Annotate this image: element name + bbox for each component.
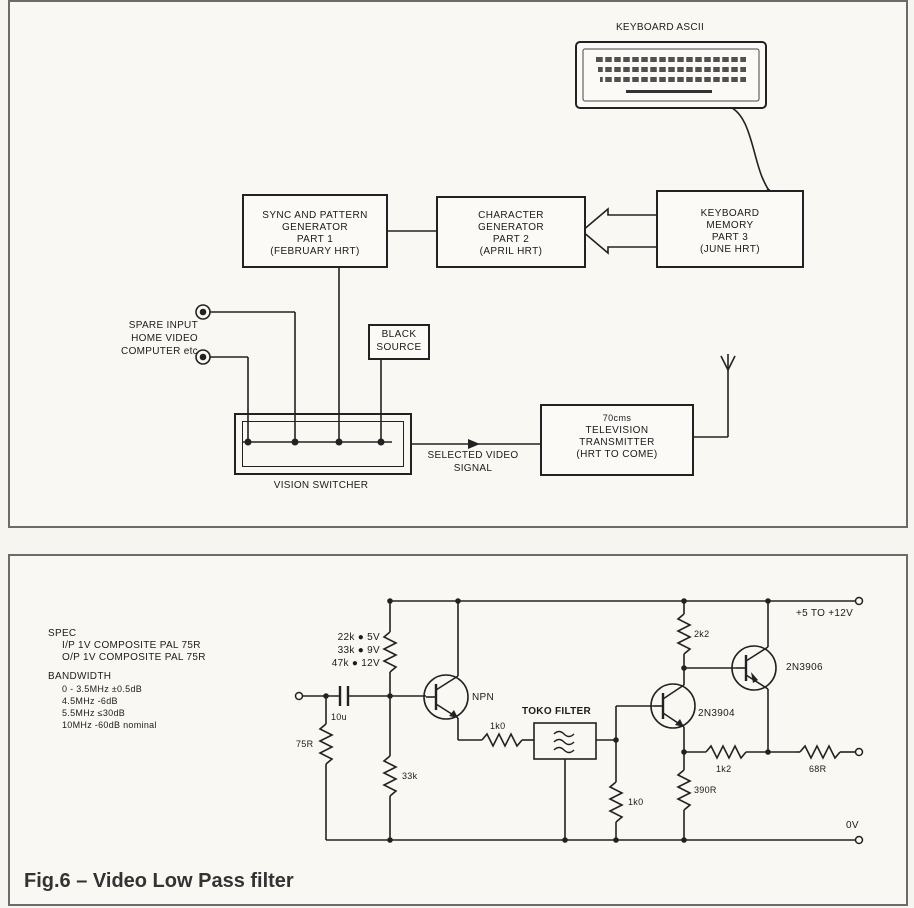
toko-filter-label: TOKO FILTER: [522, 706, 592, 717]
resistor-75r-label: 75R: [296, 739, 314, 749]
character-generator-block: CHARACTER GENERATOR PART 2 (APRIL HRT): [436, 196, 586, 268]
sync-line-1: SYNC AND PATTERN: [262, 210, 368, 221]
black-line-1: BLACK: [381, 329, 417, 340]
sync-line-4: (FEBRUARY HRT): [270, 246, 360, 257]
bandwidth-line-4: 10MHz -60dB nominal: [62, 720, 157, 730]
transistor-2n3904-label: 2N3904: [698, 708, 735, 719]
bandwidth-line-3: 5.5MHz ≤30dB: [62, 708, 126, 718]
transistor-2n3906-label: 2N3906: [786, 662, 823, 673]
selected-video-line-1: SELECTED VIDEO: [427, 450, 519, 461]
bias-option-3: 47k ● 12V: [331, 658, 380, 669]
vision-switcher-label: VISION SWITCHER: [273, 480, 369, 491]
keyboard-label: KEYBOARD ASCII: [615, 22, 705, 33]
spare-input-line-2: HOME VIDEO: [131, 333, 198, 344]
resistor-1k0-b-label: 1k0: [628, 797, 644, 807]
keyboard-cable: [727, 105, 771, 193]
tx-line-3: TRANSMITTER: [579, 437, 655, 448]
bandwidth-title: BANDWIDTH: [48, 671, 112, 682]
spare-input-line-3: COMPUTER etc: [121, 346, 198, 357]
sync-line-3: PART 1: [296, 234, 334, 245]
figure-caption: Fig.6 – Video Low Pass filter: [24, 870, 294, 892]
spec-line-2: O/P 1V COMPOSITE PAL 75R: [62, 652, 206, 663]
char-line-4: (APRIL HRT): [479, 246, 543, 257]
supply-terminal: [854, 596, 864, 606]
bias-option-1: 22k ● 5V: [337, 632, 380, 643]
low-pass-filter-schematic: [294, 596, 864, 845]
resistor-390r-label: 390R: [694, 785, 717, 795]
spec-line-1: I/P 1V COMPOSITE PAL 75R: [62, 640, 201, 651]
television-transmitter-block: 70cms TELEVISION TRANSMITTER (HRT TO COM…: [540, 404, 694, 476]
sync-pattern-generator-block: SYNC AND PATTERN GENERATOR PART 1 (FEBRU…: [242, 194, 388, 268]
black-source-block: BLACK SOURCE: [368, 324, 430, 360]
resistor-33k-label: 33k: [402, 771, 418, 781]
spec-title: SPEC: [48, 628, 77, 639]
vision-switcher-block: [234, 413, 412, 475]
kbm-line-2: MEMORY: [706, 220, 754, 231]
char-line-1: CHARACTER: [478, 210, 544, 221]
resistor-2k2-label: 2k2: [694, 629, 710, 639]
bandwidth-line-2: 4.5MHz -6dB: [62, 696, 118, 706]
block-diagram-wiring: [195, 41, 771, 449]
tx-line-4: (HRT TO COME): [576, 449, 658, 460]
char-line-3: PART 2: [492, 234, 530, 245]
data-bus-arrow: [580, 207, 656, 255]
ground-terminal: [854, 835, 864, 845]
block-diagram-panel: KEYBOARD ASCII SYNC AND PATTERN GENERATO…: [8, 0, 908, 528]
output-arrowhead: [468, 439, 480, 449]
spare-input-line-1: SPARE INPUT: [128, 320, 198, 331]
resistor-68r-label: 68R: [809, 764, 827, 774]
resistor-1k2-label: 1k2: [716, 764, 732, 774]
kbm-line-3: PART 3: [711, 232, 749, 243]
keyboard-memory-block: KEYBOARD MEMORY PART 3 (JUNE HRT): [656, 190, 804, 268]
selected-video-line-2: SIGNAL: [453, 463, 493, 474]
capacitor-10u-label: 10u: [331, 712, 347, 722]
output-terminal: [854, 747, 864, 757]
resistor-1k0-a-label: 1k0: [490, 721, 506, 731]
char-line-2: GENERATOR: [477, 222, 545, 233]
transistor-npn-label: NPN: [472, 692, 495, 703]
sync-line-2: GENERATOR: [281, 222, 349, 233]
ground-label: 0V: [846, 820, 859, 831]
tx-line-2: TELEVISION: [585, 425, 649, 436]
kbm-line-1: KEYBOARD: [700, 208, 760, 219]
kbm-line-4: (JUNE HRT): [700, 244, 760, 255]
keyboard-icon: [575, 41, 767, 109]
bias-option-2: 33k ● 9V: [337, 645, 380, 656]
bandwidth-line-1: 0 - 3.5MHz ±0.5dB: [62, 684, 143, 694]
black-line-2: SOURCE: [376, 342, 422, 353]
supply-label: +5 TO +12V: [796, 608, 854, 619]
tx-line-1: 70cms: [602, 413, 632, 423]
schematic-panel: SPEC I/P 1V COMPOSITE PAL 75R O/P 1V COM…: [8, 554, 908, 906]
input-terminal: [294, 691, 304, 701]
